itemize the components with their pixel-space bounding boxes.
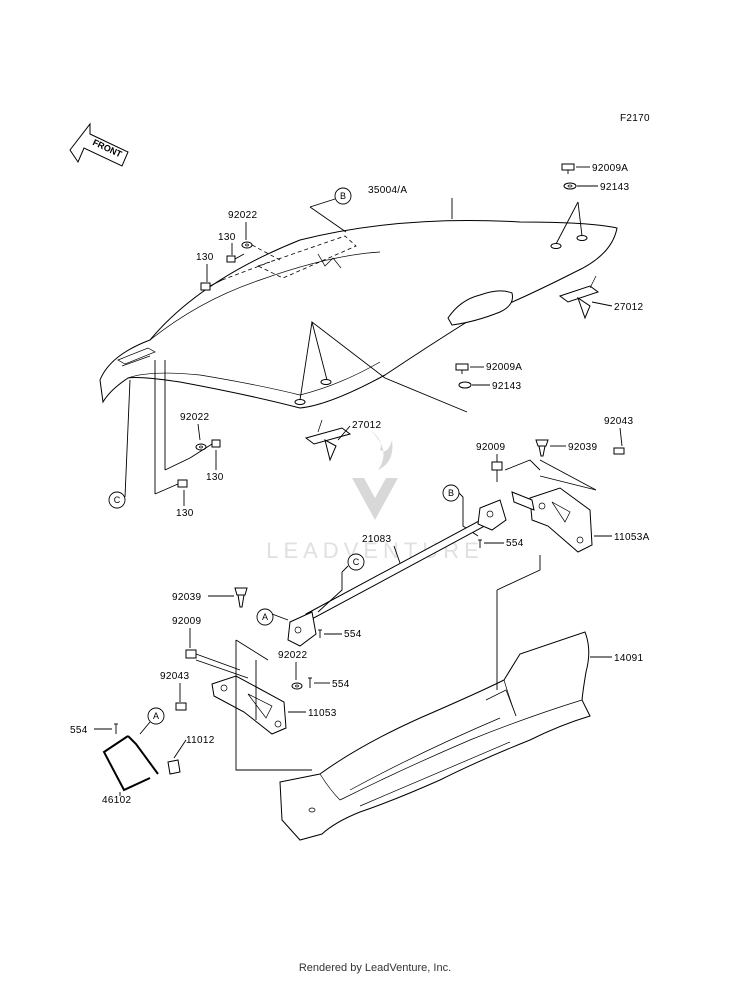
bolt-130-a-icon [226, 253, 245, 263]
pin-92043-left-icon [175, 702, 187, 711]
bolt-92009a-top-icon [561, 163, 575, 174]
clip-92039-left-icon [234, 587, 248, 608]
label-27012-mid: 27012 [352, 420, 381, 431]
washer-92022-top-icon [241, 241, 253, 249]
label-92009a-top: 92009A [592, 163, 628, 174]
label-130-b: 130 [196, 252, 214, 263]
label-92022-bottom: 92022 [278, 650, 307, 661]
label-35004a: 35004/A [368, 185, 407, 196]
label-92039-right: 92039 [568, 442, 597, 453]
label-92009-left: 92009 [172, 616, 201, 627]
label-11012: 11012 [186, 735, 215, 746]
label-554-d: 554 [70, 725, 88, 736]
label-92043-right: 92043 [604, 416, 633, 427]
label-92022-left: 92022 [180, 412, 209, 423]
pin-92043-right-icon [613, 447, 625, 455]
svg-text:C: C [114, 495, 121, 505]
bolt-92009-left-icon [185, 649, 197, 659]
label-554-c: 554 [332, 679, 350, 690]
svg-text:A: A [153, 711, 159, 721]
bracket-11053a-icon [511, 487, 593, 553]
label-554-b: 554 [344, 629, 362, 640]
rod-46102-icon [102, 735, 159, 792]
svg-text:B: B [340, 191, 346, 201]
roof-35004a [99, 219, 618, 409]
bolt-130-b-icon [200, 279, 223, 291]
label-27012-right: 27012 [614, 302, 643, 313]
label-14091: 14091 [614, 653, 643, 664]
label-92022-top: 92022 [228, 210, 257, 221]
bracket-27012-mid-icon [304, 419, 352, 462]
figure-id: F2170 [620, 113, 650, 124]
pin-554-a-icon [478, 539, 482, 548]
label-92009a-mid: 92009A [486, 362, 522, 373]
label-92143-top: 92143 [600, 182, 629, 193]
callout-b-top [334, 187, 352, 205]
svg-text:C: C [353, 557, 360, 567]
bolt-130-c-icon [189, 439, 221, 459]
label-92009-right: 92009 [476, 442, 505, 453]
pin-554-c-icon [308, 677, 312, 688]
footer-credit: Rendered by LeadVenture, Inc. [298, 962, 452, 974]
bolt-92009-right-icon [491, 461, 503, 482]
label-92039-left: 92039 [172, 592, 201, 603]
callout-c-mid [347, 553, 365, 571]
cap-11012-icon [167, 759, 181, 775]
label-92043-left: 92043 [160, 671, 189, 682]
washer-92022-left-icon [195, 443, 207, 451]
label-11053a: 11053A [614, 532, 650, 543]
label-130-c: 130 [206, 472, 224, 483]
label-21083: 21083 [362, 534, 391, 545]
svg-text:A: A [262, 612, 268, 622]
clip-92143-mid-icon [458, 381, 472, 389]
bracket-27012-right-icon [558, 275, 600, 320]
label-130-a: 130 [218, 232, 236, 243]
label-46102: 46102 [102, 795, 131, 806]
bracket-11053-icon [211, 675, 287, 735]
clip-92039-right-icon [535, 439, 549, 457]
washer-92022-bottom-icon [291, 682, 303, 690]
callout-c-left [108, 491, 126, 509]
svg-text:B: B [448, 488, 454, 498]
label-92143-mid: 92143 [492, 381, 521, 392]
front-arrow-icon: FRONT [69, 122, 129, 167]
skid-plate-14091 [279, 631, 591, 841]
label-11053: 11053 [308, 708, 337, 719]
pin-554-b-icon [318, 629, 322, 638]
label-130-d: 130 [176, 508, 194, 519]
bolt-92009a-mid-icon [455, 363, 469, 374]
clip-92143-top-icon [563, 182, 577, 190]
label-554-a: 554 [506, 538, 524, 549]
bolt-130-d-icon [154, 479, 188, 495]
callout-a-mid [256, 608, 274, 626]
pin-554-d-icon [114, 723, 118, 734]
rod-21083-icon [287, 499, 507, 647]
callout-a-bottom [147, 707, 165, 725]
